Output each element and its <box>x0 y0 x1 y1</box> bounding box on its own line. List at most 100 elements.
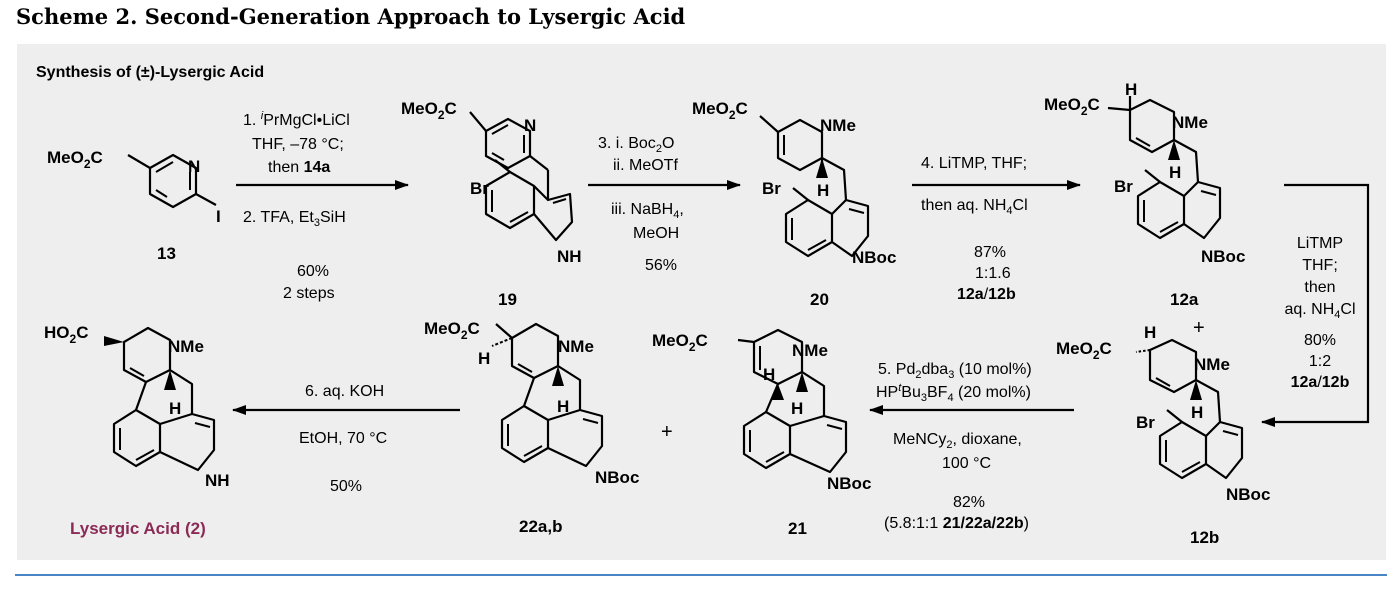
c12a-h-top: H <box>1125 80 1137 99</box>
compound-22ab <box>495 322 604 468</box>
step5-yield: 82% <box>953 494 985 511</box>
c2-wedge-acid <box>104 336 124 346</box>
step6-line1: 6. aq. KOH <box>305 383 384 400</box>
c21-ester: MeO2C <box>652 331 708 354</box>
c13-nitrogen: N <box>188 157 200 176</box>
c20-nboc: NBoc <box>852 248 896 267</box>
scheme-panel <box>17 44 1386 560</box>
step4-line2: then aq. NH4Cl <box>921 197 1028 217</box>
step4-ratio-compounds: 12a/12b <box>957 286 1016 303</box>
c20-label: 20 <box>810 290 829 309</box>
c13-ester: MeO2C <box>47 148 103 171</box>
c12b-label: 12b <box>1190 528 1219 547</box>
c19-ester: MeO2C <box>401 99 457 122</box>
equil-line1: LiTMP <box>1297 235 1343 252</box>
c22-wavy <box>491 337 513 347</box>
step1-line2: THF, –78 °C; <box>252 136 344 153</box>
c21-wedge-2 <box>796 372 808 392</box>
bottom-rule <box>15 574 1387 576</box>
equil-yield: 80% <box>1304 332 1336 349</box>
c20-bromo: Br <box>762 179 781 198</box>
c12b-nme: NMe <box>1194 355 1230 374</box>
c13-label: 13 <box>157 244 176 263</box>
c21-h-left: H <box>763 365 775 384</box>
c21-label: 21 <box>788 519 807 538</box>
step5-ratio: (5.8:1:1 21/22a/22b) <box>884 515 1029 532</box>
step1-line1: 1. iPrMgCl•LiCl <box>243 110 350 129</box>
step5-line2: HPtBu3BF4 (20 mol%) <box>876 382 1031 404</box>
equil-line4: aq. NH4Cl <box>1284 301 1355 321</box>
c19-nh: NH <box>557 247 582 266</box>
c12a-bromo: Br <box>1114 177 1133 196</box>
step1-yield: 60% <box>297 263 329 280</box>
equil-ratio: 1:2 <box>1309 353 1331 370</box>
equil-ratio-compounds: 12a/12b <box>1291 374 1350 391</box>
panel-title: Synthesis of (±)-Lysergic Acid <box>36 64 264 81</box>
c19-nitrogen: N <box>524 116 536 135</box>
compound-20 <box>759 115 870 258</box>
c21-wedge-1 <box>772 384 784 400</box>
c21-nboc: NBoc <box>827 474 871 493</box>
equil-line2: THF; <box>1302 257 1338 274</box>
c2-nme: NMe <box>168 337 204 356</box>
c2-nh: NH <box>205 471 230 490</box>
c12a-label: 12a <box>1170 290 1199 309</box>
step5-line3: MeNCy2, dioxane, <box>893 431 1022 451</box>
compound-19 <box>469 111 574 242</box>
c12b-bromo: Br <box>1136 413 1155 432</box>
c12a-wedge <box>1168 140 1180 160</box>
c2-h: H <box>169 399 181 418</box>
c12b-h-bottom: H <box>1191 403 1203 422</box>
step3-line4: MeOH <box>633 225 679 242</box>
step3-line2: ii. MeOTf <box>613 157 678 174</box>
c19-bromo: Br <box>470 179 489 198</box>
c12b-hash <box>1135 349 1151 353</box>
c12b-nboc: NBoc <box>1226 485 1270 504</box>
c19-label: 19 <box>498 290 517 309</box>
c21-nme: NMe <box>792 341 828 360</box>
arrow-equilibration <box>1261 183 1370 427</box>
c12a-h-bottom: H <box>1169 163 1181 182</box>
c2-acid: HO2C <box>44 323 88 346</box>
step3-yield: 56% <box>645 257 677 274</box>
step6-line2: EtOH, 70 °C <box>299 430 387 447</box>
step4-line1: 4. LiTMP, THF; <box>921 155 1027 172</box>
plus-12a-12b: + <box>1193 317 1205 339</box>
c12a-nme: NMe <box>1172 113 1208 132</box>
step4-ratio: 1:1.6 <box>975 265 1011 282</box>
step4-yield: 87% <box>974 244 1006 261</box>
c21-h-right: H <box>791 399 803 418</box>
c13-iodine: I <box>216 207 221 226</box>
c12a-nboc: NBoc <box>1201 247 1245 266</box>
step3-line1: 3. i. Boc2O <box>598 135 674 155</box>
c22-nme: NMe <box>558 337 594 356</box>
step6-yield: 50% <box>330 478 362 495</box>
c22-nboc: NBoc <box>595 468 639 487</box>
c22-h-right: H <box>557 397 569 416</box>
step1-line3: then 14a <box>268 159 330 176</box>
c12b-wedge <box>1190 380 1202 400</box>
c12a-ester: MeO2C <box>1044 95 1100 118</box>
c22-h-left: H <box>478 349 490 368</box>
plus-22-21: + <box>661 421 673 443</box>
step5-line4: 100 °C <box>942 455 991 472</box>
c20-ester: MeO2C <box>692 99 748 122</box>
c20-h: H <box>817 181 829 200</box>
c12b-ester: MeO2C <box>1056 339 1112 362</box>
step3-line3: iii. NaBH4, <box>611 201 684 221</box>
scheme-title: Scheme 2. Second-Generation Approach to … <box>16 4 686 29</box>
step1-note: 2 steps <box>283 285 335 302</box>
c12b-h-top: H <box>1144 323 1156 342</box>
equil-line3: then <box>1304 279 1335 296</box>
c20-nme: NMe <box>820 116 856 135</box>
c2-wedge-h <box>164 370 176 390</box>
c22-label: 22a,b <box>519 517 562 536</box>
c2-label: Lysergic Acid (2) <box>70 519 206 538</box>
step1-line4: 2. TFA, Et3SiH <box>243 209 346 229</box>
c22-wedge <box>552 366 564 386</box>
compound-13 <box>127 153 217 209</box>
c20-wedge <box>816 158 828 178</box>
c22-ester: MeO2C <box>424 319 480 342</box>
step5-line1: 5. Pd2dba3 (10 mol%) <box>878 361 1032 381</box>
